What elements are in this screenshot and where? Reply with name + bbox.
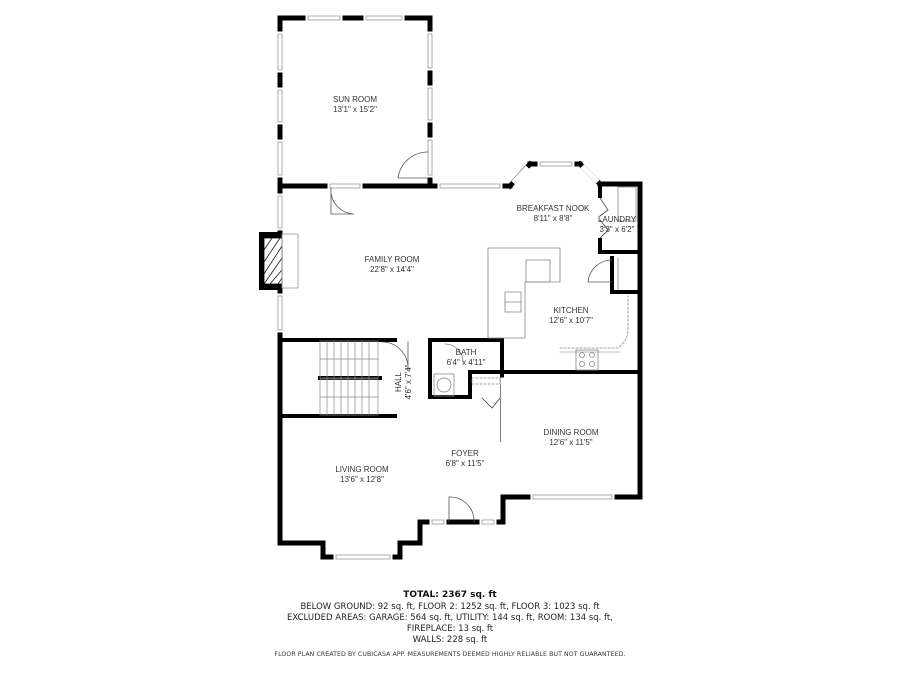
room-name: FAMILY ROOM (364, 255, 420, 264)
area-fireplace: FIREPLACE: 13 sq. ft (406, 624, 494, 634)
windows (277, 15, 615, 560)
room-dimensions: 3'3" x 6'2" (599, 225, 635, 234)
room-name: LAUNDRY (597, 215, 637, 224)
room-name: KITCHEN (553, 306, 589, 315)
doors (330, 151, 613, 523)
room-dimensions: 13'1" x 15'2" (333, 105, 377, 114)
room-label-kitchen: KITCHEN 12'6" x 10'7" (549, 306, 593, 326)
room-dimensions: 12'6" x 10'7" (549, 316, 593, 325)
room-label-dining-room: DINING ROOM 12'6" x 11'5" (543, 428, 598, 448)
room-name: HALL (394, 371, 403, 393)
room-label-living-room: LIVING ROOM 13'6" x 12'8" (335, 465, 388, 485)
room-dimensions: 12'6" x 11'5" (549, 438, 593, 447)
room-name: DINING ROOM (543, 428, 599, 437)
area-floors: BELOW GROUND: 92 sq. ft, FLOOR 2: 1252 s… (300, 602, 600, 612)
room-dimensions: 6'8" x 11'5" (445, 459, 485, 468)
room-label-breakfast-nook: BREAKFAST NOOK 8'11" x 8'8" (517, 204, 590, 224)
area-breakdown: BELOW GROUND: 92 sq. ft, FLOOR 2: 1252 s… (0, 602, 900, 646)
room-name: BATH (455, 348, 477, 357)
window-frames (277, 15, 613, 560)
room-dimensions: 4'6" x 7'4" (404, 364, 413, 400)
room-dimensions: 22'8" x 14'4" (370, 265, 414, 274)
floor-plan-drawing (259, 15, 643, 560)
room-dimensions: 8'11" x 8'8" (533, 214, 573, 223)
fireplace (259, 232, 299, 290)
room-label-family-room: FAMILY ROOM 22'8" x 14'4" (365, 255, 420, 275)
bath-fixtures (433, 343, 501, 397)
room-label-foyer: FOYER 6'8" x 11'5" (446, 449, 485, 469)
room-name: SUN ROOM (333, 95, 377, 104)
room-dimensions: 13'6" x 12'8" (340, 475, 384, 484)
room-label-hall: HALL 4'6" x 7'4" (394, 365, 414, 400)
area-walls: WALLS: 228 sq. ft (412, 635, 488, 645)
room-label-sun-room: SUN ROOM 13'1" x 15'2" (333, 95, 377, 115)
disclaimer: FLOOR PLAN CREATED BY CUBICASA APP. MEAS… (274, 651, 626, 658)
kitchen-counters (487, 186, 637, 371)
stairs (319, 340, 379, 416)
room-label-laundry: LAUNDRY 3'3" x 6'2" (598, 215, 636, 235)
room-name: FOYER (451, 449, 479, 458)
room-name: BREAKFAST NOOK (516, 204, 590, 213)
room-dimensions: 6'4" x 4'11" (446, 358, 486, 367)
total-area: TOTAL: 2367 sq. ft (403, 590, 497, 600)
area-excluded: EXCLUDED AREAS: GARAGE: 564 sq. ft, UTIL… (287, 613, 613, 623)
room-label-bath: BATH 6'4" x 4'11" (447, 348, 486, 368)
room-name: LIVING ROOM (335, 465, 389, 474)
